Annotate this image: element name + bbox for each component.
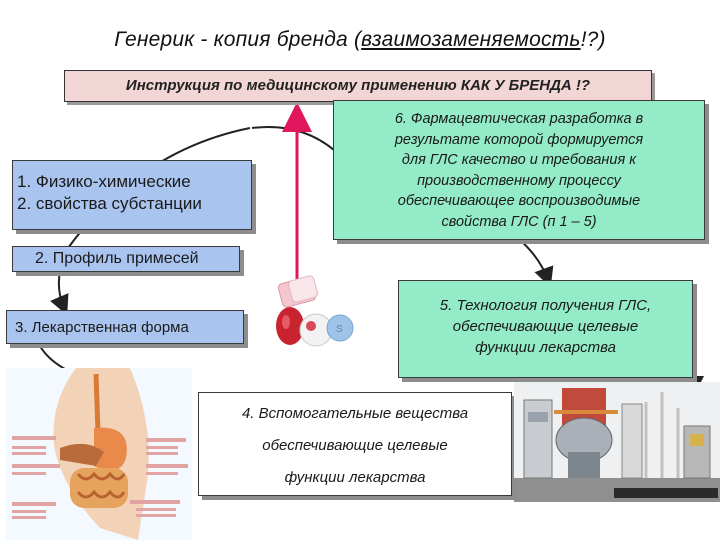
box6-line: свойства ГЛС (п 1 – 5) (441, 213, 597, 230)
box-impurity-profile: 2. Профиль примесей (12, 246, 240, 272)
box-pharmaceutical-development: 6. Фармацевтическая разработка в результ… (333, 100, 705, 240)
box-manufacturing-technology: 5. Технология получения ГЛС, обеспечиваю… (398, 280, 693, 378)
instruction-banner: Инструкция по медицинскому применению КА… (64, 70, 652, 102)
page-title: Генерик - копия бренда (взаимозаменяемос… (114, 28, 606, 51)
box5-line: функции лекарства (475, 339, 616, 356)
box4-line: обеспечивающие целевые (262, 437, 448, 454)
box4-line: функции лекарства (284, 469, 426, 486)
box6-line: обеспечивающее воспроизводимые (397, 193, 641, 209)
connector-right (519, 239, 554, 288)
box-physchem-properties: 1. Физико-химические 2. свойства субстан… (12, 160, 252, 230)
box5-line: 5. Технология получения ГЛС, (439, 297, 652, 314)
digestive-system-image (6, 368, 192, 540)
box6-line: для ГЛС качество и требования к (401, 152, 637, 168)
box-dosage-form: 3. Лекарственная форма (6, 310, 244, 344)
box6-line: производственному процессу (417, 172, 621, 189)
manufacturing-plant-image (514, 382, 720, 502)
connector-top (251, 125, 335, 151)
box5-line: обеспечивающие целевые (452, 318, 639, 335)
box-excipients: 4. Вспомогательные вещества обеспечивающ… (198, 392, 512, 496)
box4-line: 4. Вспомогательные вещества (241, 405, 469, 422)
pills-image: S (276, 275, 354, 347)
box1-line1: 1. Физико-химические (17, 172, 191, 191)
svg-text:S: S (336, 324, 343, 335)
box6-line: 6. Фармацевтическая разработка в (394, 111, 644, 127)
box6-line: результате которой формируется (394, 131, 644, 148)
box1-line2: 2. свойства субстанции (17, 194, 202, 213)
